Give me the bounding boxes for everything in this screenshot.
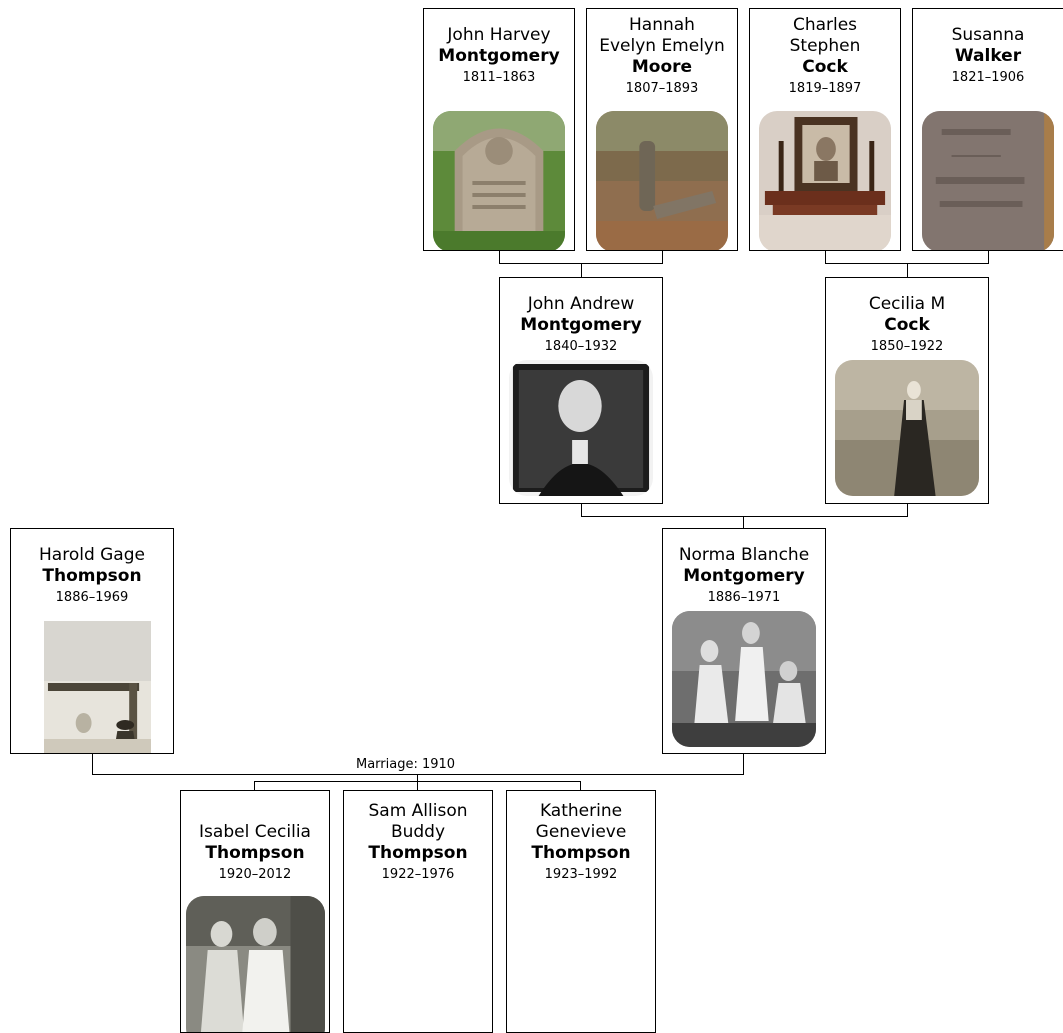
connector-line — [92, 753, 93, 775]
man-portrait-photo — [509, 360, 653, 496]
life-dates: 1923–1992 — [544, 867, 618, 882]
gravestone-photo — [433, 111, 565, 250]
given-name: Harold Gage — [39, 545, 145, 565]
life-dates: 1886–1971 — [707, 590, 781, 605]
person-card-susanna-walker[interactable]: Susanna Walker 1821–1906 — [912, 8, 1063, 251]
life-dates: 1850–1922 — [870, 339, 944, 354]
cemetery-photo — [596, 111, 728, 250]
surname: Thompson — [531, 843, 631, 863]
woman-standing-photo — [835, 360, 979, 496]
given-name: John Harvey — [447, 25, 551, 45]
surname: Moore — [631, 57, 693, 77]
surname: Montgomery — [438, 46, 560, 66]
marriage-label: Marriage: 1910 — [353, 758, 459, 772]
given-name: Hannah Evelyn Emelyn — [599, 15, 725, 56]
connector-line — [988, 250, 989, 264]
person-card-charles-cock[interactable]: Charles Stephen Cock 1819–1897 — [749, 8, 901, 251]
connector-line — [743, 516, 744, 529]
connector-line — [907, 263, 908, 277]
life-dates: 1821–1906 — [951, 70, 1025, 85]
person-card-isabel-thompson[interactable]: Isabel Cecilia Thompson 1920–2012 — [180, 790, 330, 1033]
life-dates: 1886–1969 — [55, 590, 129, 605]
given-name: Cecilia M — [868, 294, 946, 314]
surname: Walker — [954, 46, 1022, 66]
connector-line — [662, 250, 663, 264]
connector-line — [743, 753, 744, 775]
surname: Thompson — [42, 566, 142, 586]
life-dates: 1819–1897 — [788, 81, 862, 96]
surname: Thompson — [368, 843, 468, 863]
connector-line — [92, 774, 744, 775]
connector-line — [417, 774, 418, 782]
two-women-photo — [186, 896, 325, 1032]
life-dates: 1811–1863 — [462, 70, 536, 85]
person-card-norma-montgomery[interactable]: Norma Blanche Montgomery 1886–1971 — [662, 528, 826, 754]
connector-line — [254, 781, 255, 791]
person-card-harold-thompson[interactable]: Harold Gage Thompson 1886–1969 — [10, 528, 174, 754]
surname: Cock — [884, 315, 930, 335]
life-dates: 1920–2012 — [218, 867, 292, 882]
connector-line — [417, 781, 418, 791]
person-card-john-andrew-montgomery[interactable]: John Andrew Montgomery 1840–1932 — [499, 277, 663, 504]
given-name: Isabel Cecilia — [199, 822, 311, 842]
person-card-hannah-moore[interactable]: Hannah Evelyn Emelyn Moore 1807–1893 — [586, 8, 738, 251]
surname: Montgomery — [520, 315, 642, 335]
surname: Thompson — [205, 843, 305, 863]
person-card-katherine-thompson[interactable]: Katherine Genevieve Thompson 1923–1992 — [506, 790, 656, 1033]
three-women-photo — [672, 611, 816, 747]
person-card-john-harvey-montgomery[interactable]: John Harvey Montgomery 1811–1863 — [423, 8, 575, 251]
surname: Cock — [802, 57, 848, 77]
connector-line — [499, 250, 500, 264]
outdoor-group-photo — [44, 621, 151, 753]
connector-line — [581, 516, 908, 517]
portrait-on-mantel-photo — [759, 111, 891, 250]
person-card-cecilia-cock[interactable]: Cecilia M Cock 1850–1922 — [825, 277, 989, 504]
connector-line — [581, 263, 582, 277]
given-name: Susanna — [951, 25, 1025, 45]
connector-line — [580, 781, 581, 791]
connector-line — [581, 503, 582, 517]
given-name: Katherine Genevieve — [535, 801, 627, 842]
given-name: Charles Stephen — [789, 15, 861, 56]
surname: Montgomery — [683, 566, 805, 586]
life-dates: 1840–1932 — [544, 339, 618, 354]
connector-line — [907, 503, 908, 517]
connector-line — [825, 250, 826, 264]
life-dates: 1807–1893 — [625, 81, 699, 96]
given-name: Norma Blanche — [678, 545, 810, 565]
life-dates: 1922–1976 — [381, 867, 455, 882]
given-name: Sam Allison Buddy — [368, 801, 468, 842]
given-name: John Andrew — [527, 294, 635, 314]
person-card-sam-thompson[interactable]: Sam Allison Buddy Thompson 1922–1976 — [343, 790, 493, 1033]
gravestone-inscription-photo — [922, 111, 1054, 250]
